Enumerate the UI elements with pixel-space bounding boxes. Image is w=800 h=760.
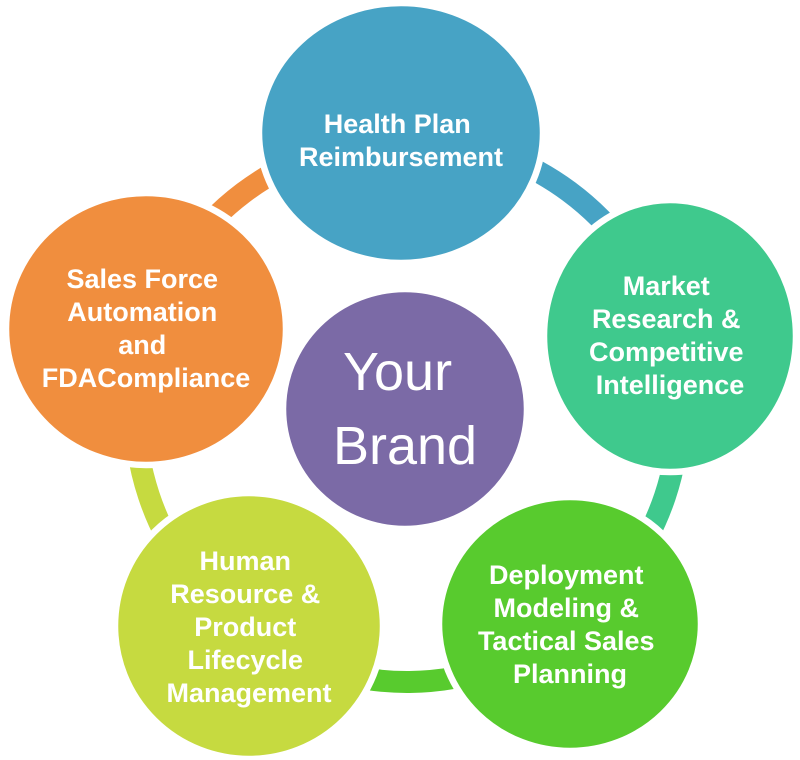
label-line: Intelligence xyxy=(596,370,745,400)
label-line: Research & xyxy=(592,304,741,334)
label-line: Brand xyxy=(333,416,477,476)
label-line: Health Plan xyxy=(324,109,471,139)
market-research-circle xyxy=(540,196,800,476)
node-deployment-modeling: Deployment Modeling & Tactical Sales Pla… xyxy=(435,493,705,755)
label-line: Your xyxy=(343,342,452,402)
label-line: FDACompliance xyxy=(42,363,251,393)
your-brand-label: Your Brand xyxy=(333,342,477,476)
node-health-plan-reimbursement: Health Plan Reimbursement xyxy=(255,0,547,267)
label-line: Management xyxy=(166,678,331,708)
health-plan-circle xyxy=(255,0,547,267)
market-research-label: Market Research & Competitive Intelligen… xyxy=(589,271,751,400)
sales-force-label: Sales Force Automation and FDACompliance xyxy=(42,264,251,393)
node-human-resource: Human Resource & Product Lifecycle Manag… xyxy=(111,489,387,760)
label-line: Competitive xyxy=(589,337,744,367)
label-line: Market xyxy=(623,271,710,301)
human-resource-label: Human Resource & Product Lifecycle Manag… xyxy=(166,546,331,708)
label-line: Deployment xyxy=(489,560,644,590)
label-line: and xyxy=(118,330,166,360)
label-line: Tactical Sales xyxy=(478,626,655,656)
sales-force-circle xyxy=(2,189,290,469)
label-line: Modeling & xyxy=(494,593,639,623)
label-line: Resource & xyxy=(170,579,320,609)
label-line: Lifecycle xyxy=(187,645,303,675)
deployment-modeling-circle xyxy=(435,493,705,755)
node-market-research: Market Research & Competitive Intelligen… xyxy=(540,196,800,476)
label-line: Product xyxy=(194,612,296,642)
label-line: Reimbursement xyxy=(299,142,503,172)
label-line: Human xyxy=(199,546,291,576)
your-brand-circle xyxy=(279,285,531,533)
label-line: Sales Force xyxy=(66,264,218,294)
node-sales-force-automation: Sales Force Automation and FDACompliance xyxy=(2,189,290,469)
health-plan-label: Health Plan Reimbursement xyxy=(299,109,503,172)
human-resource-circle xyxy=(111,489,387,760)
label-line: Automation xyxy=(67,297,217,327)
label-line: Planning xyxy=(513,659,627,689)
node-your-brand: Your Brand xyxy=(279,285,531,533)
deployment-modeling-label: Deployment Modeling & Tactical Sales Pla… xyxy=(478,560,662,689)
